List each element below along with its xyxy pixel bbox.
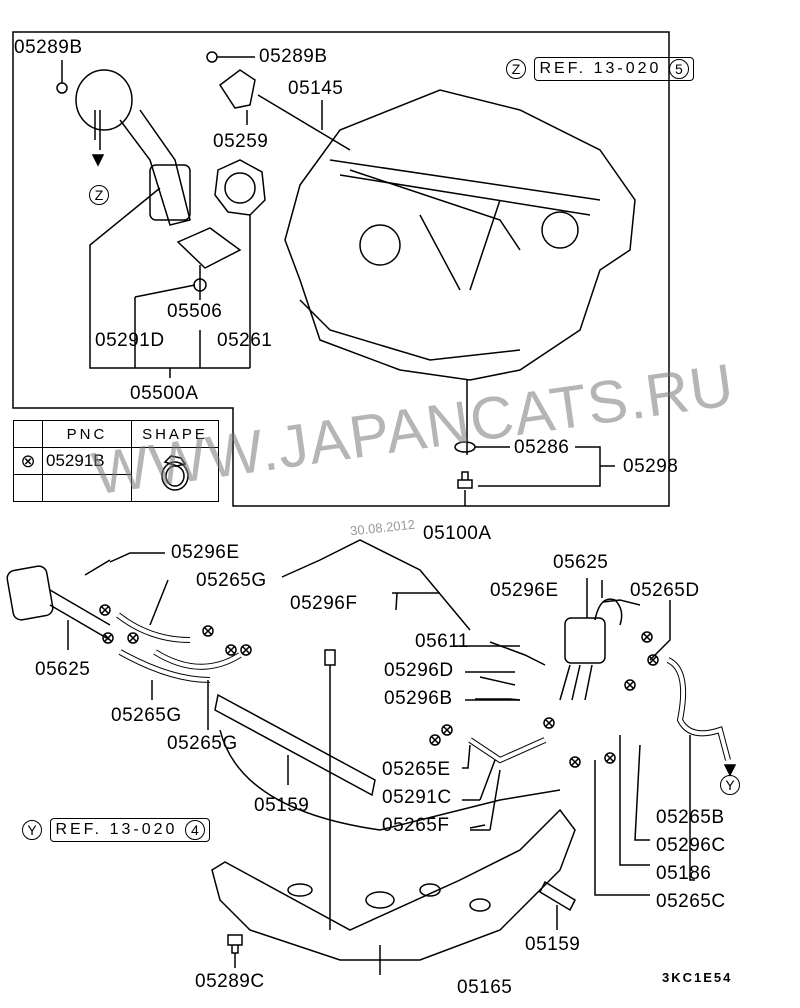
callout-y-marker: Y: [22, 819, 42, 840]
part-label[interactable]: 05259: [213, 131, 269, 152]
skid-plate-icon: [211, 808, 576, 961]
purge-valve-icon: [559, 598, 623, 701]
clamp-marker-icon: [99, 604, 659, 768]
reference-y-index: 4: [184, 819, 205, 840]
part-label[interactable]: 05145: [288, 78, 344, 99]
empty-cell: [42, 474, 132, 502]
part-label[interactable]: 05265B: [656, 807, 725, 828]
part-label[interactable]: 05611: [415, 631, 469, 652]
part-label[interactable]: 05296F: [290, 593, 358, 614]
nut-icon: [206, 51, 218, 63]
part-label[interactable]: 05289C: [195, 971, 265, 992]
part-label[interactable]: 05159: [254, 795, 310, 816]
part-label[interactable]: 05265G: [196, 570, 267, 591]
fuel-filter-icon: [176, 227, 242, 292]
part-label[interactable]: 05625: [35, 659, 91, 680]
reference-z[interactable]: Z REF. 13-020 5: [506, 57, 694, 81]
part-label[interactable]: 05296B: [384, 688, 453, 709]
fuel-pump-icon: [75, 69, 191, 226]
part-label[interactable]: 05289B: [14, 37, 83, 58]
part-label[interactable]: 05296E: [171, 542, 240, 563]
bolt-icon: [227, 934, 243, 954]
bolt-icon: [324, 649, 336, 666]
callout-z[interactable]: Z: [89, 185, 109, 205]
bolt-icon: [84, 559, 111, 576]
pnc-header-symbol: [13, 420, 43, 448]
part-label[interactable]: 05261: [217, 330, 273, 351]
part-label[interactable]: 05289B: [259, 46, 328, 67]
part-label[interactable]: 05286: [514, 437, 570, 458]
canister-icon: [6, 565, 111, 641]
part-label[interactable]: 05291D: [95, 330, 165, 351]
pnc-value[interactable]: 05291B: [42, 447, 132, 475]
part-label[interactable]: 05296E: [490, 580, 559, 601]
callout-z-marker: Z: [506, 58, 526, 79]
table-row: [13, 474, 219, 502]
part-label[interactable]: 05165: [457, 977, 513, 998]
part-label[interactable]: 05265C: [656, 891, 726, 912]
part-label[interactable]: 05506: [167, 301, 223, 322]
pnc-header-shape: SHAPE: [131, 420, 219, 448]
reference-y[interactable]: Y REF. 13-020 4: [22, 818, 210, 842]
part-label[interactable]: 05265G: [167, 733, 238, 754]
bolt-icon: [457, 471, 473, 489]
part-label[interactable]: 05298: [623, 456, 679, 477]
part-label[interactable]: 05186: [656, 863, 712, 884]
part-label[interactable]: 05296D: [384, 660, 454, 681]
part-label[interactable]: 05296C: [656, 835, 726, 856]
part-label[interactable]: 05500A: [130, 383, 199, 404]
part-label[interactable]: 05159: [525, 934, 581, 955]
clamp-symbol-icon: ⊗: [13, 447, 43, 475]
part-label[interactable]: 05265F: [382, 815, 450, 836]
empty-cell: [13, 474, 43, 502]
part-label[interactable]: 05265E: [382, 759, 451, 780]
callout-y[interactable]: Y: [720, 775, 740, 795]
hose-icon: [666, 657, 731, 761]
fuel-gauge-sender-icon: [218, 69, 351, 151]
reference-y-box[interactable]: REF. 13-020 4: [50, 818, 210, 842]
nut-icon: [56, 82, 68, 94]
reference-z-text: REF. 13-020: [539, 60, 662, 77]
hose-clamp-icon: [161, 455, 189, 491]
part-label[interactable]: 05100A: [423, 523, 492, 544]
reference-z-box[interactable]: REF. 13-020 5: [534, 57, 694, 81]
part-label[interactable]: 05625: [553, 552, 609, 573]
reference-z-index: 5: [668, 58, 689, 79]
upper-frame: [12, 31, 670, 507]
mounting-bracket-icon: [214, 693, 376, 797]
reference-y-text: REF. 13-020: [55, 821, 178, 838]
part-label[interactable]: 05265G: [111, 705, 182, 726]
table-row[interactable]: ⊗ 05291B: [13, 447, 219, 502]
pnc-table-header: PNC SHAPE: [13, 420, 219, 448]
pnc-table: PNC SHAPE ⊗ 05291B: [13, 420, 219, 502]
part-label[interactable]: 05265D: [630, 580, 700, 601]
fuel-tank-icon: [284, 89, 636, 381]
gasket-icon: [214, 159, 266, 216]
part-label[interactable]: 05291C: [382, 787, 452, 808]
shape-cell: [131, 447, 219, 502]
diagram-code: 3KC1E54: [662, 970, 733, 985]
